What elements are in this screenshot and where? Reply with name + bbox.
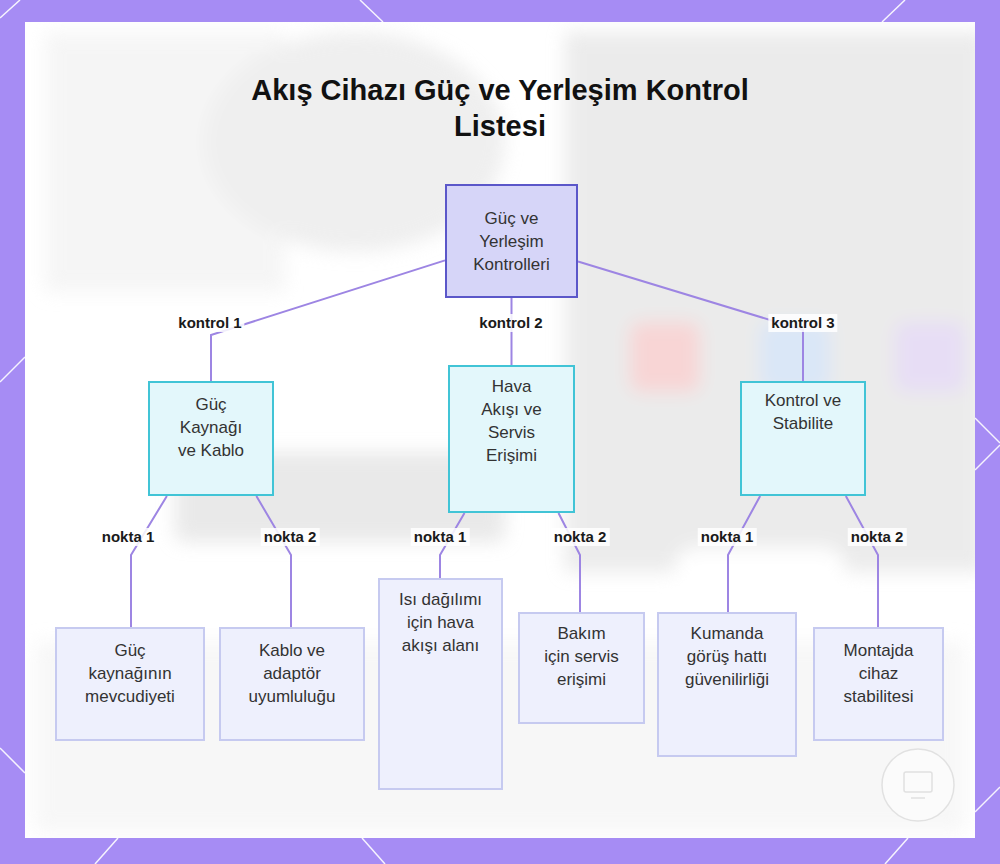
edge-label: nokta 1 bbox=[99, 528, 158, 546]
checklist-box: Güç kaynağının mevcudiyeti bbox=[55, 627, 205, 741]
edge-label: nokta 2 bbox=[551, 528, 610, 546]
diagram-title: Akış Cihazı Güç ve Yerleşim Kontrol List… bbox=[205, 72, 795, 144]
edge-label: nokta 2 bbox=[261, 528, 320, 546]
edge-label: kontrol 1 bbox=[175, 314, 244, 332]
category-box: Güç Kaynağı ve Kablo bbox=[148, 381, 274, 496]
category-box: Kontrol ve Stabilite bbox=[740, 381, 866, 496]
edge-label: kontrol 3 bbox=[768, 314, 837, 332]
connector-line bbox=[846, 496, 878, 627]
category-box: Hava Akışı ve Servis Erişimi bbox=[448, 365, 575, 513]
checklist-box: Isı dağılımı için hava akışı alanı bbox=[378, 578, 503, 790]
node-text: Kumanda görüş hattı güvenilirliği bbox=[681, 622, 773, 691]
node-text: Güç ve Yerleşim Kontrolleri bbox=[466, 207, 557, 276]
node-text: Bakım için servis erişimi bbox=[544, 622, 619, 691]
edge-label: nokta 1 bbox=[698, 528, 757, 546]
connector-line bbox=[211, 260, 445, 381]
node-text: Isı dağılımı için hava akışı alanı bbox=[398, 588, 483, 657]
checklist-box: Kablo ve adaptör uyumluluğu bbox=[219, 627, 365, 741]
connector-line bbox=[256, 496, 291, 627]
edge-label: nokta 2 bbox=[848, 528, 907, 546]
node-text: Hava Akışı ve Servis Erişimi bbox=[477, 375, 546, 467]
node-text: Güç kaynağının mevcudiyeti bbox=[79, 639, 181, 708]
node-text: Kablo ve adaptör uyumluluğu bbox=[243, 639, 341, 708]
checklist-box: Kumanda görüş hattı güvenilirliği bbox=[657, 612, 797, 757]
checklist-box: Montajda cihaz stabilitesi bbox=[813, 627, 944, 741]
connector-line bbox=[131, 496, 167, 627]
node-text: Güç Kaynağı ve Kablo bbox=[174, 393, 248, 462]
connector-line bbox=[728, 496, 760, 612]
edge-label: kontrol 2 bbox=[476, 314, 545, 332]
root-box: Güç ve Yerleşim Kontrolleri bbox=[445, 184, 578, 298]
checklist-box: Bakım için servis erişimi bbox=[518, 612, 645, 724]
node-text: Montajda cihaz stabilitesi bbox=[833, 639, 924, 708]
edge-label: nokta 1 bbox=[411, 528, 470, 546]
node-text: Kontrol ve Stabilite bbox=[754, 389, 852, 435]
